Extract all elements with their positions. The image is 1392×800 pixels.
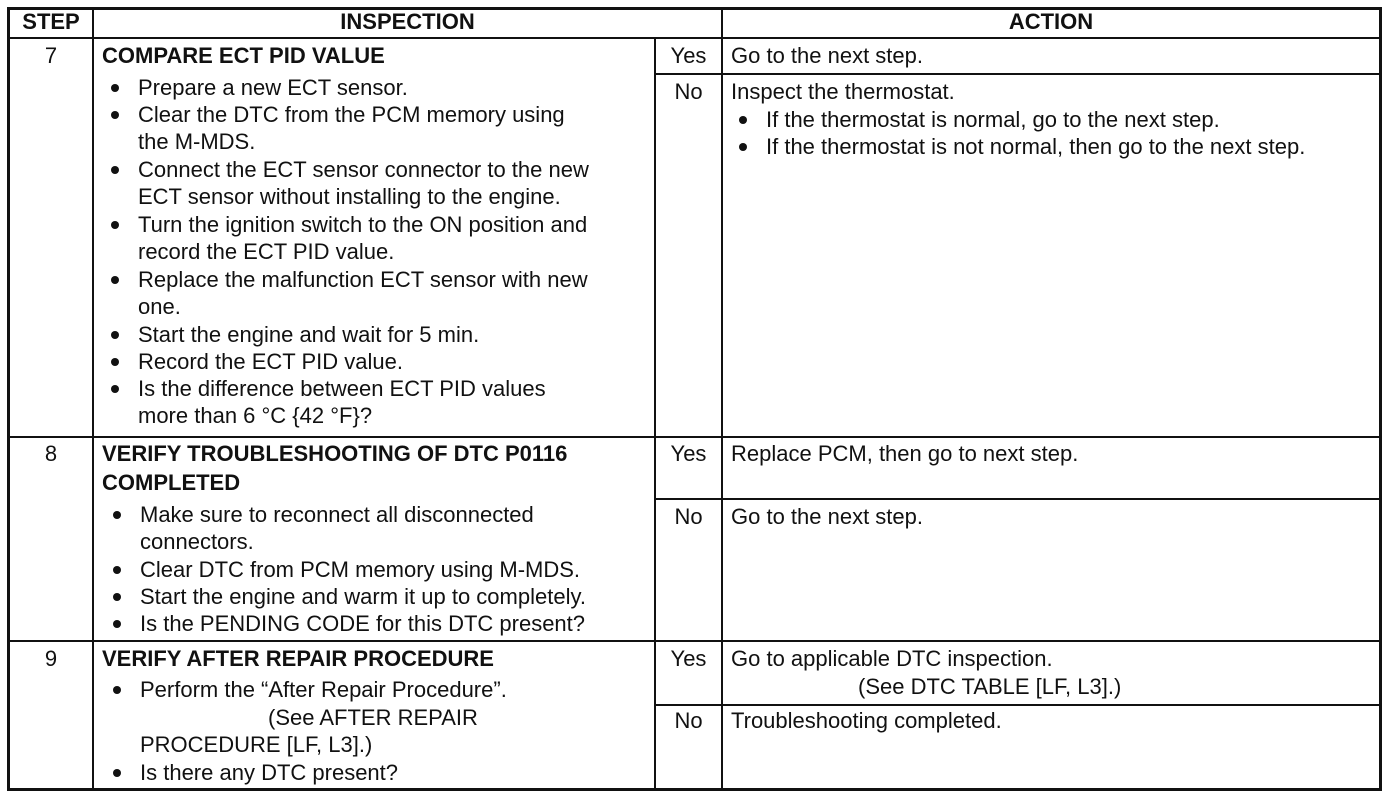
inspection-title: VERIFY AFTER REPAIR PROCEDURE — [102, 646, 494, 671]
yes-no-divider-9 — [654, 704, 1382, 706]
bullet-icon — [111, 84, 119, 92]
inspection-line: Prepare a new ECT sensor. — [138, 75, 408, 100]
bullet-icon — [113, 769, 121, 777]
inspection-line: Start the engine and warm it up to compl… — [140, 584, 586, 609]
step-column-divider — [92, 7, 94, 791]
inspection-line: Record the ECT PID value. — [138, 349, 403, 374]
no-action: Go to the next step. — [731, 504, 924, 529]
bullet-icon — [739, 143, 747, 151]
inspection-line: PROCEDURE [LF, L3].) — [140, 732, 373, 757]
inspection-line: Turn the ignition switch to the ON posit… — [138, 212, 588, 237]
step-number: 8 — [44, 441, 58, 466]
inspection-line: one. — [138, 294, 181, 319]
no-label: No — [674, 504, 703, 529]
bullet-icon — [111, 166, 119, 174]
inspection-line: record the ECT PID value. — [138, 239, 395, 264]
row-divider-7-8 — [7, 436, 1382, 438]
header-step: STEP — [22, 9, 80, 34]
bullet-icon — [111, 111, 119, 119]
table-border-bottom — [7, 788, 1382, 791]
yes-no-divider-8 — [654, 498, 1382, 500]
step-number: 7 — [44, 43, 58, 68]
bullet-icon — [113, 686, 121, 694]
header-action: ACTION — [1008, 9, 1094, 34]
bullet-icon — [111, 331, 119, 339]
inspection-line: Make sure to reconnect all disconnected — [140, 502, 534, 527]
yes-no-divider-7 — [654, 73, 1382, 75]
step-number: 9 — [44, 646, 58, 671]
table-border-left — [7, 7, 10, 791]
header-divider — [7, 37, 1382, 39]
bullet-icon — [111, 385, 119, 393]
inspection-title: COMPARE ECT PID VALUE — [102, 43, 385, 68]
yes-action: (See DTC TABLE [LF, L3].) — [858, 674, 1122, 699]
bullet-icon — [111, 221, 119, 229]
bullet-icon — [113, 593, 121, 601]
inspection-line: connectors. — [140, 529, 254, 554]
inspection-title: COMPLETED — [102, 470, 241, 495]
no-action: Troubleshooting completed. — [731, 708, 1002, 733]
no-action: If the thermostat is normal, go to the n… — [766, 107, 1220, 132]
yes-action: Replace PCM, then go to next step. — [731, 441, 1079, 466]
inspection-line: Clear the DTC from the PCM memory using — [138, 102, 565, 127]
bullet-icon — [111, 358, 119, 366]
inspection-line: Perform the “After Repair Procedure”. — [140, 677, 507, 702]
row-divider-8-9 — [7, 640, 1382, 642]
inspection-line: Is there any DTC present? — [140, 760, 399, 785]
inspection-line: ECT sensor without installing to the eng… — [138, 184, 561, 209]
table-border-top — [7, 7, 1382, 10]
yes-action: Go to the next step. — [731, 43, 924, 68]
bullet-icon — [739, 116, 747, 124]
header-inspection: INSPECTION — [340, 9, 475, 34]
table-border-right — [1379, 7, 1382, 791]
no-label: No — [674, 708, 703, 733]
inspection-line: Replace the malfunction ECT sensor with … — [138, 267, 588, 292]
yes-label: Yes — [670, 646, 707, 671]
inspection-line: Start the engine and wait for 5 min. — [138, 322, 480, 347]
inspection-title: VERIFY TROUBLESHOOTING OF DTC P0116 — [102, 441, 568, 466]
inspection-line: (See AFTER REPAIR — [268, 705, 478, 730]
inspection-line: the M-MDS. — [138, 129, 256, 154]
inspection-line: Clear DTC from PCM memory using M-MDS. — [140, 557, 581, 582]
yes-label: Yes — [670, 43, 707, 68]
yes-action: Go to applicable DTC inspection. — [731, 646, 1053, 671]
yes-no-column-divider — [654, 37, 656, 791]
inspection-line: more than 6 °C {42 °F}? — [138, 403, 373, 428]
no-action: Inspect the thermostat. — [731, 79, 955, 104]
yes-label: Yes — [670, 441, 707, 466]
bullet-icon — [113, 566, 121, 574]
bullet-icon — [113, 511, 121, 519]
inspection-line: Is the difference between ECT PID values — [138, 376, 546, 401]
bullet-icon — [111, 276, 119, 284]
inspection-line: Is the PENDING CODE for this DTC present… — [140, 611, 586, 636]
inspection-line: Connect the ECT sensor connector to the … — [138, 157, 589, 182]
no-action: If the thermostat is not normal, then go… — [766, 134, 1306, 159]
action-column-divider — [721, 7, 723, 791]
bullet-icon — [113, 620, 121, 628]
no-label: No — [674, 79, 703, 104]
